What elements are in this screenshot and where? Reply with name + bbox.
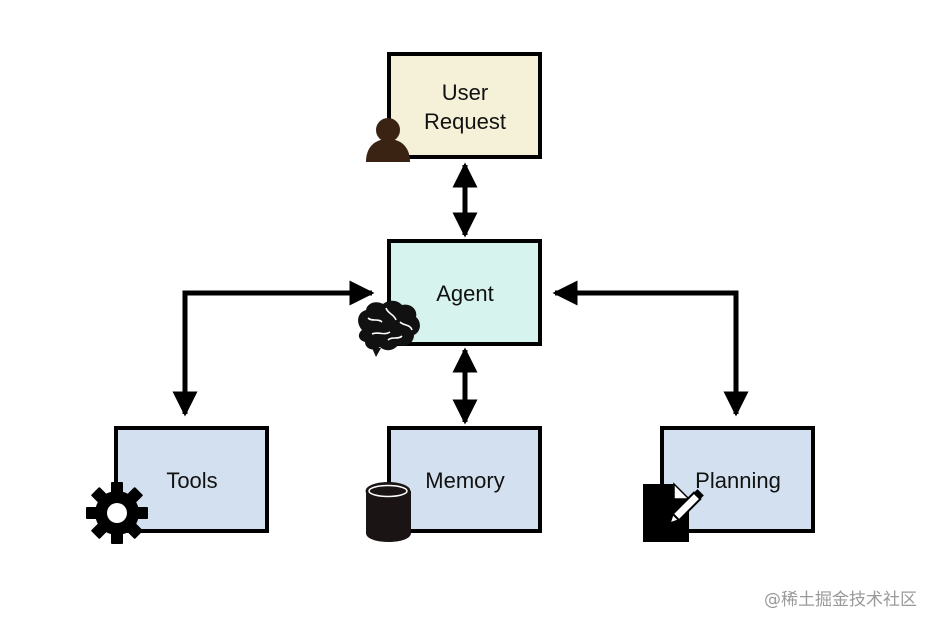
connectors [172, 162, 749, 425]
user-request-label-line2: Request [424, 109, 506, 134]
tools-label: Tools [166, 468, 217, 493]
gear-icon [86, 482, 148, 544]
node-agent: Agent [387, 239, 542, 346]
agent-label: Agent [436, 281, 494, 306]
node-user-request: User Request [387, 52, 542, 159]
document-pencil-icon [643, 482, 704, 542]
user-request-label-line1: User [442, 80, 488, 105]
watermark-text: @稀土掘金技术社区 [764, 590, 917, 610]
node-planning: Planning [660, 426, 815, 533]
person-icon [366, 118, 410, 162]
memory-box [387, 426, 542, 533]
database-icon [365, 482, 411, 542]
brain-icon [358, 300, 420, 357]
user-request-box [387, 52, 542, 159]
node-memory: Memory [387, 426, 542, 533]
planning-label: Planning [695, 468, 781, 493]
edge-agent-planning [552, 280, 749, 417]
memory-label: Memory [425, 468, 504, 493]
edge-agent-tools [172, 280, 375, 417]
